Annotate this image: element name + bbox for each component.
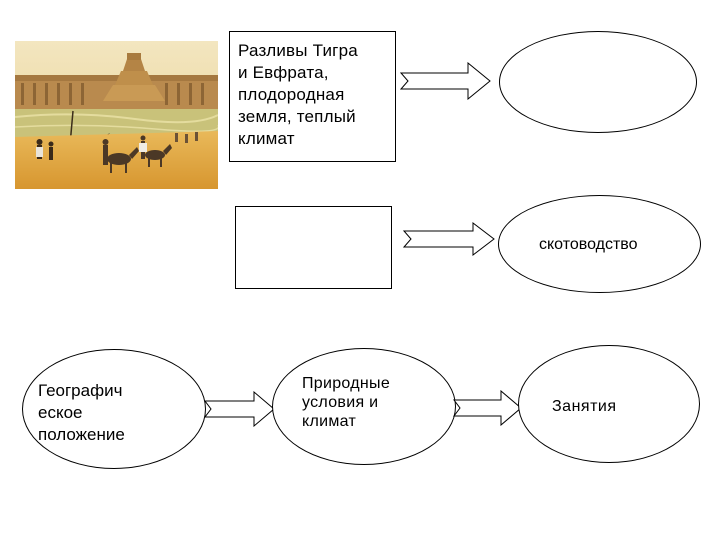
label-line: Географич xyxy=(38,381,123,400)
geographic-position-oval xyxy=(22,349,206,469)
empty-answer-box xyxy=(235,206,392,289)
label-line: еское xyxy=(38,403,83,422)
label-line: Природные xyxy=(302,375,391,392)
box-line: земля, теплый xyxy=(238,107,356,126)
box-line: плодородная xyxy=(238,85,345,104)
arrow-right-icon xyxy=(400,62,491,100)
box-line: климат xyxy=(238,129,295,148)
mesopotamia-river-scene-image xyxy=(15,41,218,189)
arrow-right-icon xyxy=(453,390,522,426)
river-scene-illustration xyxy=(15,41,218,189)
empty-answer-oval xyxy=(499,31,697,133)
label-line: климат xyxy=(302,413,357,430)
label-line: положение xyxy=(38,425,125,444)
box-line: Разливы Тигра xyxy=(238,41,358,60)
natural-conditions-oval xyxy=(272,348,456,465)
cattle-breeding-oval xyxy=(498,195,701,293)
cattle-breeding-label: скотоводство xyxy=(539,236,638,253)
box-line: и Евфрата, xyxy=(238,63,329,82)
label-line: условия и xyxy=(302,394,379,411)
occupations-oval xyxy=(518,345,700,463)
arrow-right-icon xyxy=(204,391,275,427)
natural-conditions-box: Разливы Тигра и Евфрата, плодородная зем… xyxy=(229,31,396,162)
geographic-position-label: Географич еское положение xyxy=(38,380,125,446)
natural-conditions-label: Природные условия и климат xyxy=(302,374,390,431)
occupations-label: Занятия xyxy=(552,398,617,415)
arrow-right-icon xyxy=(403,222,495,256)
